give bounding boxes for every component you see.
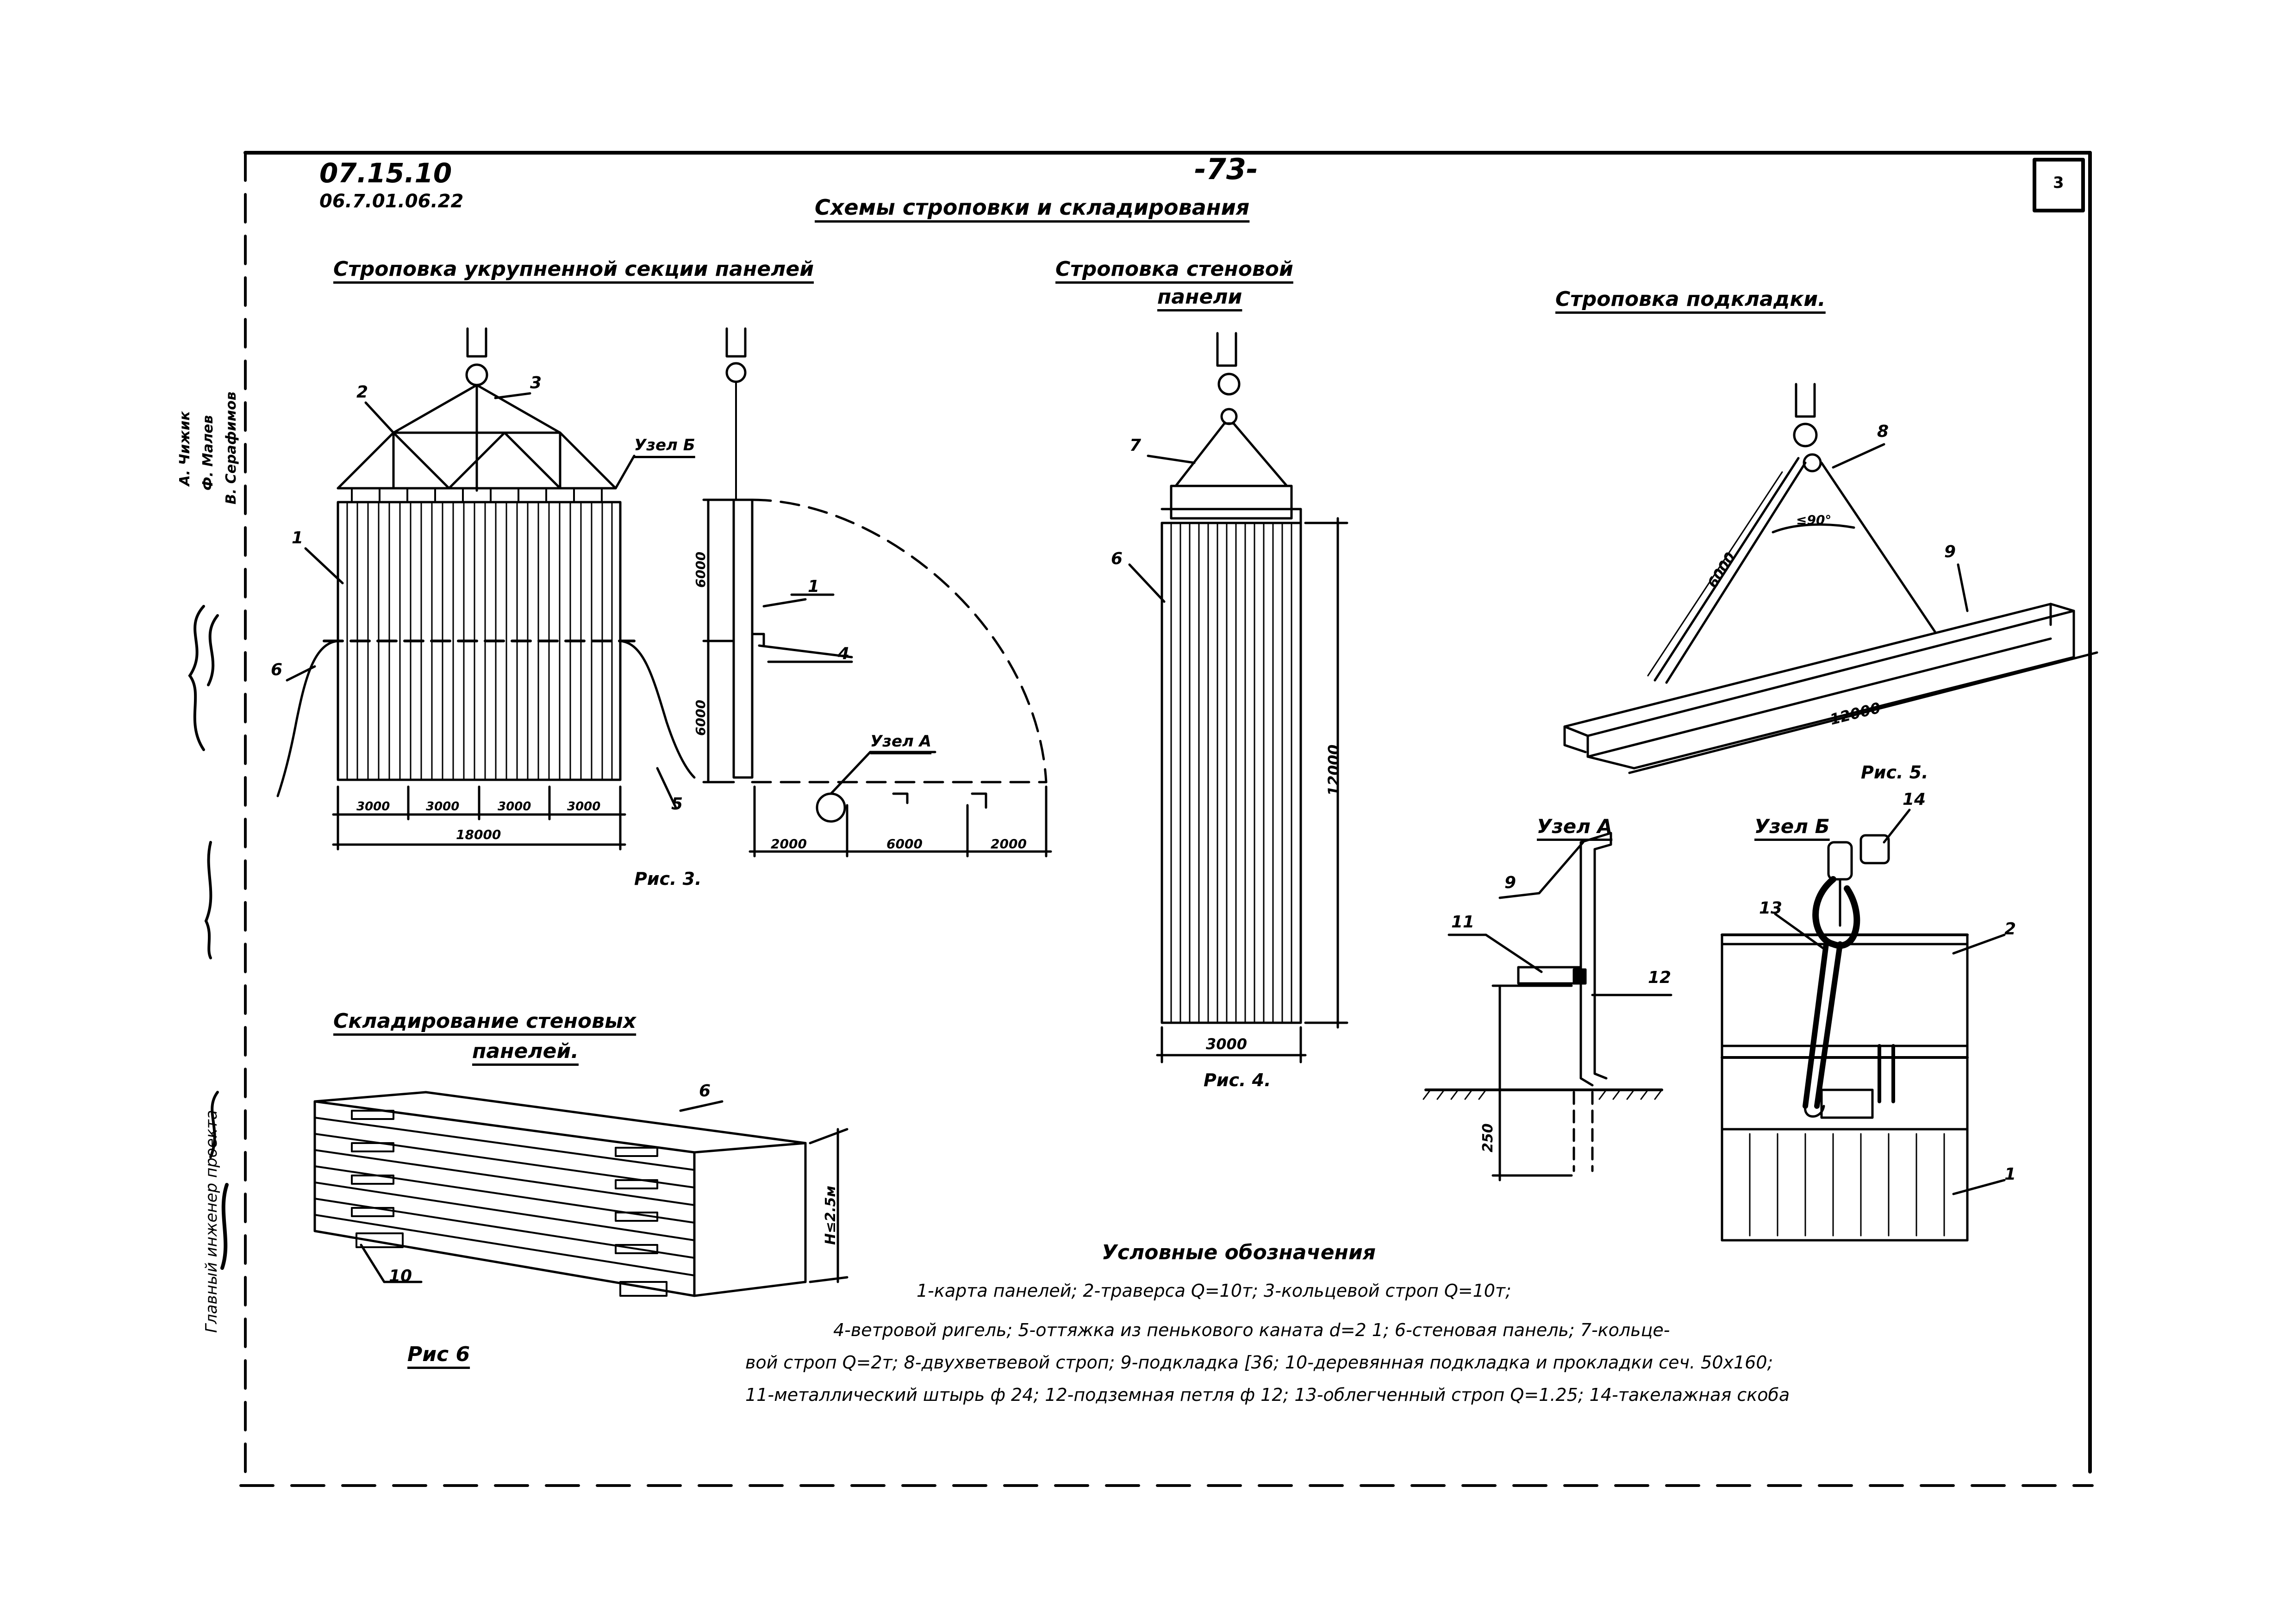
fig3-heading: Строповка укрупненной секции панелей [333, 257, 814, 281]
legend-title: Условные обозначения [1102, 1241, 1376, 1264]
code-secondary: 06.7.01.06.22 [319, 191, 464, 212]
fig3-dim-side-1: 2000 [771, 836, 807, 852]
fig4-heading-line2: панели [1157, 285, 1242, 309]
sheet-frame [239, 151, 2094, 1487]
fig5-heading: Строповка подкладки. [1555, 287, 1826, 311]
node-b-callout-13: 13 [1759, 899, 1783, 918]
fig4-caption: Рис. 4. [1204, 1070, 1271, 1090]
fig5-callout-8: 8 [1877, 422, 1889, 441]
node-b-callout-2: 2 [2004, 920, 2016, 939]
legend-line-4: 11-металлический штырь ф 24; 12-подземна… [745, 1385, 1790, 1405]
fig4-drawing [1128, 332, 1348, 1063]
fig3-callout-3: 3 [530, 373, 542, 392]
fig3-caption: Рис. 3. [634, 869, 702, 889]
node-b-heading: Узел Б [1754, 815, 1830, 838]
fig3-dim-total: 18000 [456, 827, 501, 842]
fig4-callout-6: 6 [1111, 549, 1123, 568]
fig4-dim-width: 3000 [1206, 1035, 1248, 1053]
node-a-callout-12: 12 [1648, 968, 1672, 987]
node-b-drawing [1721, 808, 2006, 1242]
fig3-callout-5: 5 [671, 795, 683, 814]
legend-line-2: 4-ветровой ригель; 5-оттяжка из пеньково… [833, 1320, 1670, 1340]
fig3-callout-1: 1 [292, 529, 304, 547]
fig3-node-b-label: Узел Б [634, 436, 695, 454]
fig6-caption: Рис 6 [407, 1343, 470, 1366]
legend-line-1: 1-карта панелей; 2-траверса Q=10т; 3-кол… [917, 1281, 1511, 1301]
fig5-angle: ≤90° [1796, 512, 1832, 528]
fig4-heading-line1: Строповка стеновой [1055, 257, 1293, 281]
fig3-dim-1: 3000 [356, 800, 390, 814]
fig3-node-a-label: Узел А [870, 732, 932, 751]
fig5-drawing [1563, 383, 2098, 774]
fig5-caption: Рис. 5. [1861, 762, 1928, 783]
fig3-callout-2: 2 [356, 383, 368, 402]
fig3-side-drawing [702, 327, 1052, 858]
main-title: Схемы строповки и складирования [815, 195, 1250, 220]
fig3-dim-side-2: 6000 [886, 836, 923, 852]
code-primary: 07.15.10 [319, 157, 452, 189]
fig3-callout-6: 6 [271, 660, 283, 679]
node-b-callout-14: 14 [1903, 790, 1926, 809]
node-a-heading: Узел А [1537, 815, 1613, 838]
legend-line-3: вой строп Q=2т; 8-двухветвевой строп; 9-… [745, 1352, 1773, 1373]
node-a-drawing [1423, 832, 1672, 1181]
fig5-callout-9: 9 [1944, 542, 1956, 561]
sheet-number: 3 [2053, 174, 2064, 192]
page-number: -73- [1194, 152, 1258, 186]
fig6-heading-line1: Складирование стеновых [333, 1009, 636, 1033]
fig3-callout-4: 4 [838, 644, 850, 663]
fig6-callout-6: 6 [699, 1082, 711, 1101]
fig4-callout-7: 7 [1129, 436, 1142, 455]
fig3-dim-2: 3000 [426, 800, 460, 814]
node-a-callout-9: 9 [1504, 873, 1516, 892]
fig6-heading-line2: панелей. [472, 1039, 579, 1063]
node-a-callout-11: 11 [1451, 913, 1475, 932]
fig3-dim-side-3: 2000 [991, 836, 1027, 852]
fig3-dim-4: 3000 [567, 800, 601, 814]
fig6-callout-10: 10 [389, 1267, 412, 1286]
fig3-drawing [276, 327, 696, 851]
fig3-side-callout-1: 1 [808, 577, 820, 596]
fig6-drawing [313, 1091, 849, 1297]
fig3-dim-3: 3000 [498, 800, 531, 814]
node-b-callout-1: 1 [2004, 1165, 2016, 1184]
